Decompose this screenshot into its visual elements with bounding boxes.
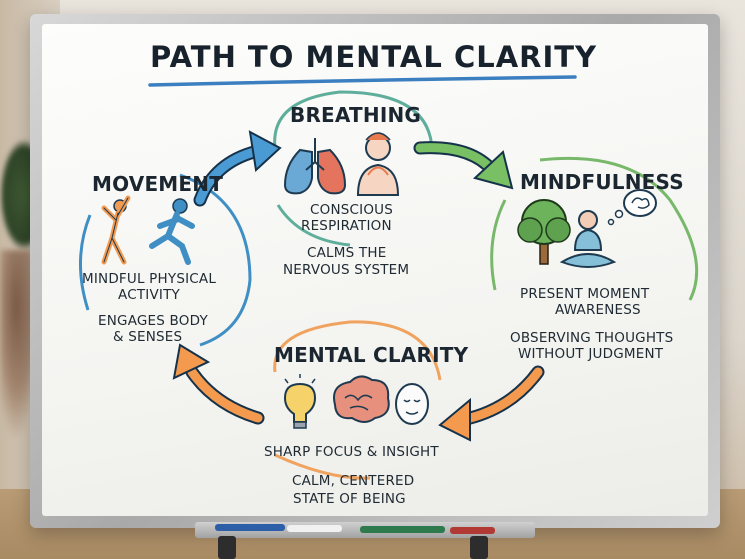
green-marker [360, 526, 445, 533]
mental-clarity-text-2: CALM, CENTERED [292, 473, 415, 489]
movement-text-4: & SENSES [113, 329, 183, 345]
red-marker [450, 527, 495, 534]
board-title: PATH TO MENTAL CLARITY [150, 40, 598, 74]
movement-arc [179, 173, 252, 347]
stand-leg-right [470, 536, 488, 559]
clarity-arc [273, 320, 442, 381]
lightbulb-icon [283, 374, 317, 429]
thought-brain-icon [607, 189, 657, 226]
lungs-icon [283, 138, 347, 195]
marker-tray [195, 522, 535, 538]
breathing-arc-bottom [276, 204, 351, 247]
movement-arc-left [79, 214, 92, 311]
arrow-mindfulness-to-clarity [438, 365, 545, 442]
stand-leg-left [218, 536, 236, 559]
white-marker [287, 525, 342, 532]
whiteboard-surface [42, 24, 708, 516]
mindfulness-arc [539, 156, 699, 301]
mindfulness-text-2: AWARENESS [555, 302, 641, 318]
breathing-text-2: RESPIRATION [301, 218, 392, 234]
meditating-person-icon [559, 210, 617, 268]
movement-text-3: ENGAGES BODY [98, 313, 208, 329]
mental-clarity-text-3: STATE OF BEING [293, 491, 406, 507]
tree-icon [517, 199, 571, 265]
mindfulness-text-3: OBSERVING THOUGHTS [510, 330, 674, 346]
movement-heading: MOVEMENT [92, 172, 224, 196]
clarity-arc-bottom [274, 453, 371, 480]
mindfulness-text-1: PRESENT MOMENT [520, 286, 650, 302]
mental-clarity-text-1: SHARP FOCUS & INSIGHT [264, 444, 439, 460]
movement-text-1: MINDFUL PHYSICAL [82, 271, 217, 287]
mental-clarity-heading: MENTAL CLARITY [274, 343, 469, 367]
arrow-breathing-to-mindfulness [413, 141, 514, 190]
mindfulness-heading: MINDFULNESS [520, 170, 684, 194]
breathing-heading: BREATHING [290, 103, 422, 127]
blue-marker [215, 524, 285, 531]
mindfulness-text-4: WITHOUT JUDGMENT [518, 346, 664, 362]
arrow-clarity-to-movement [172, 343, 265, 425]
movement-text-2: ACTIVITY [118, 287, 180, 303]
breathing-person-icon [356, 132, 400, 196]
brain-icon [333, 375, 390, 423]
calm-face-icon [395, 383, 429, 425]
title-underline [148, 75, 577, 87]
breathing-text-3: CALMS THE [307, 245, 387, 261]
arrow-movement-to-breathing [193, 130, 282, 207]
breathing-text-4: NERVOUS SYSTEM [283, 262, 410, 278]
mindfulness-arc-left [490, 199, 507, 291]
running-person-icon [149, 198, 195, 265]
stretching-person-icon [101, 195, 131, 265]
breathing-text-1: CONSCIOUS [310, 202, 394, 218]
breathing-arc [273, 90, 434, 151]
